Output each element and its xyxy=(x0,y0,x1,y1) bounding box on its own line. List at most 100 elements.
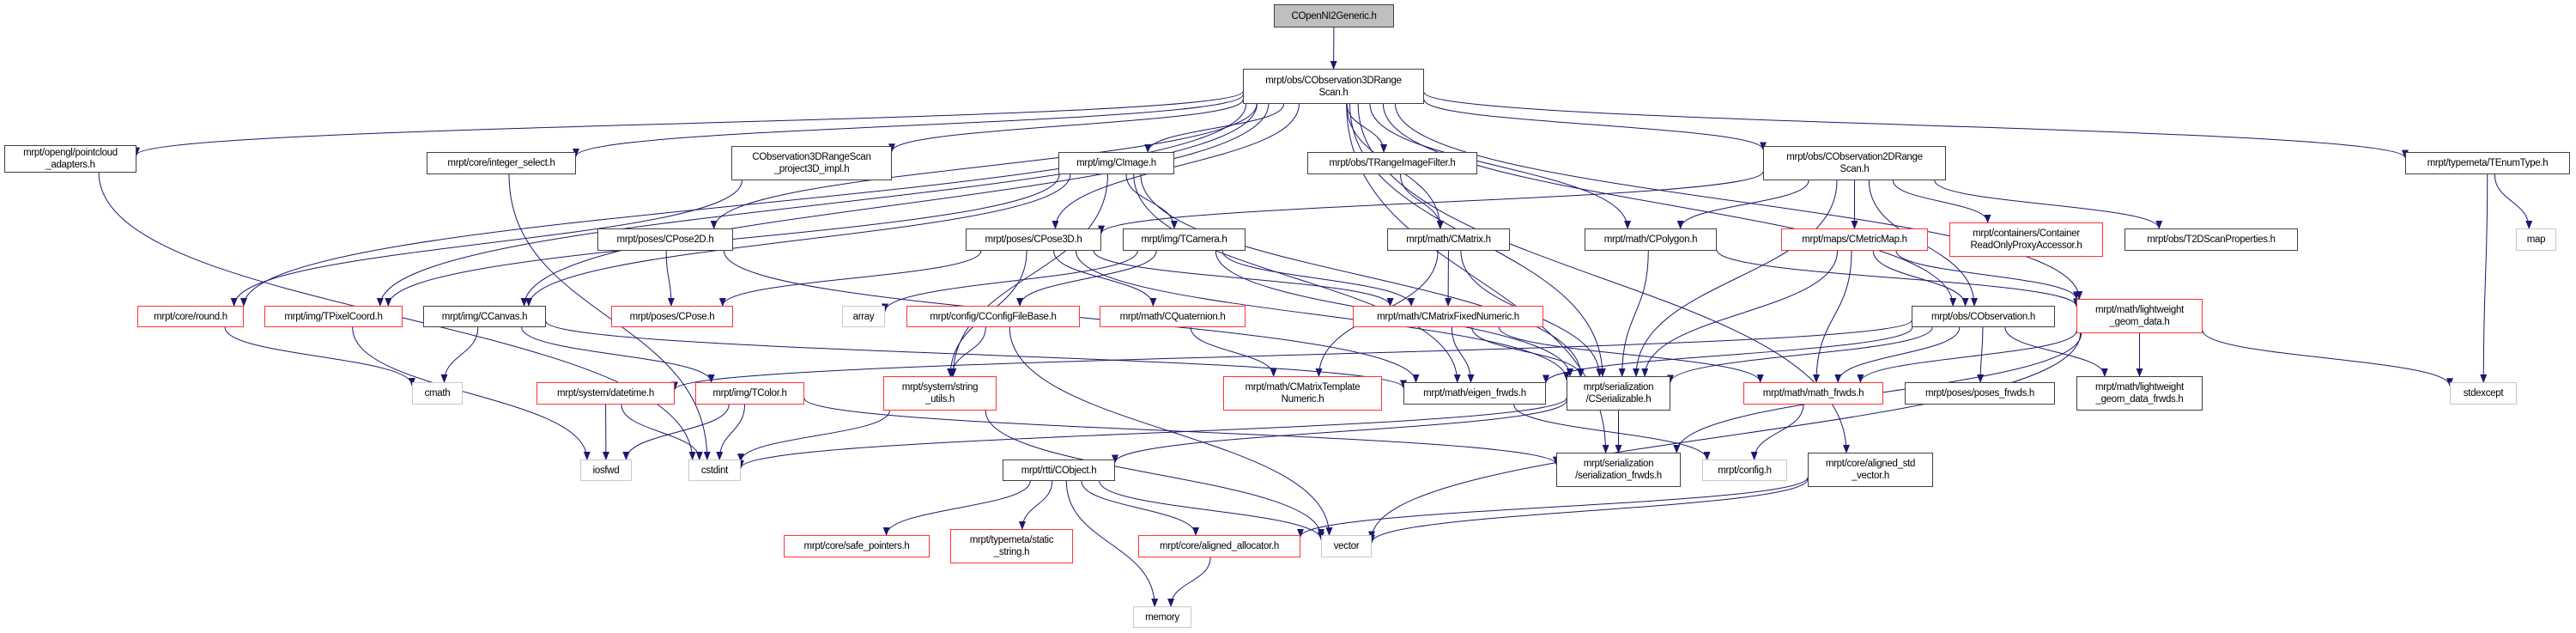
edge-cpose3d-to-cpose xyxy=(718,250,982,307)
graph-node-cconfig[interactable]: mrpt/config/CConfigFileBase.h xyxy=(906,306,1080,327)
graph-node-cmath: cmath xyxy=(412,382,463,405)
edge-scan3d-to-tpixel xyxy=(376,103,1258,307)
graph-node-lwgeomfrwds[interactable]: mrpt/math/lightweight _geom_data_frwds.h xyxy=(2076,376,2203,411)
graph-node-datetime[interactable]: mrpt/system/datetime.h xyxy=(536,382,675,405)
edge-cpose3d-to-cquat xyxy=(1053,250,1157,307)
node-label: COpenNI2Generic.h xyxy=(1291,10,1377,21)
node-label: mrpt/img/TCamera.h xyxy=(1141,234,1227,245)
edge-scan2d-to-cpose3d xyxy=(1098,171,1764,234)
graph-node-tcolor[interactable]: mrpt/img/TColor.h xyxy=(695,382,804,405)
node-label: mrpt/obs/T2DScanProperties.h xyxy=(2147,234,2276,245)
graph-node-mathfrwds[interactable]: mrpt/math/math_frwds.h xyxy=(1743,382,1883,405)
graph-node-posesfrwds[interactable]: mrpt/poses/poses_frwds.h xyxy=(1905,382,2055,405)
edge-scan3d-to-pointcloud xyxy=(133,91,1244,156)
graph-node-cserial[interactable]: mrpt/serialization /CSerializable.h xyxy=(1567,376,1670,411)
node-label: mrpt/obs/TRangeImageFilter.h xyxy=(1329,158,1456,168)
edge-cpolygon-to-cserial xyxy=(1618,250,1649,377)
graph-node-intsel[interactable]: mrpt/core/integer_select.h xyxy=(427,152,576,174)
graph-node-alignedvec[interactable]: mrpt/core/aligned_std _vector.h xyxy=(1808,453,1933,487)
edge-cimage-to-cserial xyxy=(1140,173,1585,377)
graph-node-cpolygon[interactable]: mrpt/math/CPolygon.h xyxy=(1585,228,1717,251)
edge-scan3d-to-intsel xyxy=(573,94,1244,157)
edge-tpixel-to-iosfwd xyxy=(352,326,591,460)
node-label: mrpt/serialization /CSerializable.h xyxy=(1583,382,1654,405)
graph-node-cpose2d[interactable]: mrpt/poses/CPose2D.h xyxy=(597,228,733,251)
edge-cimage-to-eigen xyxy=(1133,173,1461,383)
node-label: mrpt/typemeta/TEnumType.h xyxy=(2427,158,2549,168)
node-label: mrpt/core/round.h xyxy=(154,311,227,322)
edge-cserial-to-cobject xyxy=(1112,400,1567,464)
edge-alignedvec-to-alignedalloc xyxy=(1297,477,1809,538)
graph-node-alignedalloc[interactable]: mrpt/core/aligned_allocator.h xyxy=(1138,535,1300,557)
node-label: mrpt/core/integer_select.h xyxy=(447,158,555,168)
edge-scan2d-to-container xyxy=(1892,180,1991,223)
edge-cmetricmap-to-lwgeom xyxy=(1895,250,2080,301)
node-label: map xyxy=(2526,234,2546,245)
graph-node-trange[interactable]: mrpt/obs/TRangeImageFilter.h xyxy=(1307,152,1477,174)
node-label: array xyxy=(852,311,875,322)
edge-cserial-to-cstdint xyxy=(737,397,1567,469)
node-label: mrpt/core/aligned_allocator.h xyxy=(1160,541,1279,551)
graph-node-scan2d[interactable]: mrpt/obs/CObservation2DRange Scan.h xyxy=(1763,146,1946,180)
graph-node-serfrwds[interactable]: mrpt/serialization /serialization_frwds.… xyxy=(1556,453,1681,487)
node-label: mrpt/core/safe_pointers.h xyxy=(803,541,910,551)
graph-node-ccanvas[interactable]: mrpt/img/CCanvas.h xyxy=(423,306,546,327)
edge-cobject-to-alignedalloc xyxy=(1081,480,1199,536)
edge-cimage-to-tcamera xyxy=(1125,173,1178,229)
edge-strutils-to-vector xyxy=(985,410,1324,538)
graph-node-tpixel[interactable]: mrpt/img/TPixelCoord.h xyxy=(264,306,403,327)
edge-round-to-cmath xyxy=(224,326,415,386)
edge-scan2d-to-cpolygon xyxy=(1676,180,1809,229)
node-label: mrpt/math/math_frwds.h xyxy=(1762,388,1864,399)
graph-node-cobject[interactable]: mrpt/rtti/CObject.h xyxy=(1003,460,1115,481)
graph-node-cobservation[interactable]: mrpt/obs/CObservation.h xyxy=(1912,306,2055,327)
graph-node-cmtemplate[interactable]: mrpt/math/CMatrixTemplate Numeric.h xyxy=(1223,376,1382,411)
node-label: mrpt/rtti/CObject.h xyxy=(1021,465,1097,476)
edge-cmetricmap-to-cobservation xyxy=(1872,250,1969,307)
graph-node-container[interactable]: mrpt/containers/Container ReadOnlyProxyA… xyxy=(1949,222,2103,257)
graph-node-stdexcept: stdexcept xyxy=(2450,382,2517,405)
graph-node-round[interactable]: mrpt/core/round.h xyxy=(137,306,244,327)
edge-cobservation-to-datetime xyxy=(671,320,1912,391)
graph-node-tenum[interactable]: mrpt/typemeta/TEnumType.h xyxy=(2405,152,2570,174)
graph-node-cpose3d[interactable]: mrpt/poses/CPose3D.h xyxy=(966,228,1101,251)
node-label: mrpt/math/lightweight _geom_data.h xyxy=(2095,305,2184,327)
graph-node-cimage[interactable]: mrpt/img/CImage.h xyxy=(1058,152,1174,174)
graph-node-eigen[interactable]: mrpt/math/eigen_frwds.h xyxy=(1403,382,1546,405)
graph-node-cmatrix[interactable]: mrpt/math/CMatrix.h xyxy=(1387,228,1510,251)
graph-node-proj3d[interactable]: CObservation3DRangeScan _project3D_impl.… xyxy=(731,146,892,180)
edge-cobservation-to-eigen xyxy=(1543,326,1913,384)
edge-mathfrwds-to-config xyxy=(1750,404,1804,460)
graph-node-root[interactable]: COpenNI2Generic.h xyxy=(1274,4,1394,27)
edge-cobject-to-staticstr xyxy=(1018,480,1053,530)
node-label: mrpt/img/CCanvas.h xyxy=(441,311,528,322)
graph-node-cpose[interactable]: mrpt/poses/CPose.h xyxy=(611,306,733,327)
edge-cmetricmap-to-mathfrwds xyxy=(1812,250,1852,383)
graph-node-t2dscan[interactable]: mrpt/obs/T2DScanProperties.h xyxy=(2124,228,2298,251)
node-label: mrpt/poses/CPose.h xyxy=(629,311,715,322)
graph-node-scan3d[interactable]: mrpt/obs/CObservation3DRange Scan.h xyxy=(1243,69,1424,104)
graph-node-lwgeom[interactable]: mrpt/math/lightweight _geom_data.h xyxy=(2076,299,2203,333)
node-label: mrpt/math/CMatrixTemplate Numeric.h xyxy=(1245,382,1361,405)
edge-proj3d-to-round xyxy=(230,180,742,307)
node-label: mrpt/system/string _utils.h xyxy=(901,382,979,405)
graph-node-pointcloud[interactable]: mrpt/opengl/pointcloud _adapters.h xyxy=(4,145,136,173)
node-label: cstdint xyxy=(700,465,729,476)
edge-cmetricmap-to-cserial xyxy=(1641,250,1839,377)
edge-scan3d-to-ccanvas xyxy=(520,103,1270,307)
edge-ccanvas-to-tcolor xyxy=(521,326,715,383)
graph-node-safeptr[interactable]: mrpt/core/safe_pointers.h xyxy=(784,535,930,557)
graph-node-strutils[interactable]: mrpt/system/string _utils.h xyxy=(883,376,997,411)
node-label: mrpt/poses/CPose2D.h xyxy=(616,234,714,245)
edge-scan3d-to-cpolygon xyxy=(1369,103,1632,229)
graph-node-tcamera[interactable]: mrpt/img/TCamera.h xyxy=(1123,228,1246,251)
graph-node-cmfixed[interactable]: mrpt/math/CMatrixFixedNumeric.h xyxy=(1353,306,1543,327)
edge-cpose3d-to-cserial xyxy=(1075,250,1570,381)
graph-node-cquat[interactable]: mrpt/math/CQuaternion.h xyxy=(1100,306,1246,327)
graph-node-cstdint: cstdint xyxy=(688,460,741,481)
graph-node-staticstr[interactable]: mrpt/typemeta/static _string.h xyxy=(950,529,1073,563)
graph-node-cmetricmap[interactable]: mrpt/maps/CMetricMap.h xyxy=(1781,228,1928,251)
node-label: mrpt/containers/Container ReadOnlyProxyA… xyxy=(1970,228,2082,251)
edge-ccanvas-to-cmath xyxy=(440,326,479,383)
edge-cobject-to-vector xyxy=(1099,480,1324,541)
